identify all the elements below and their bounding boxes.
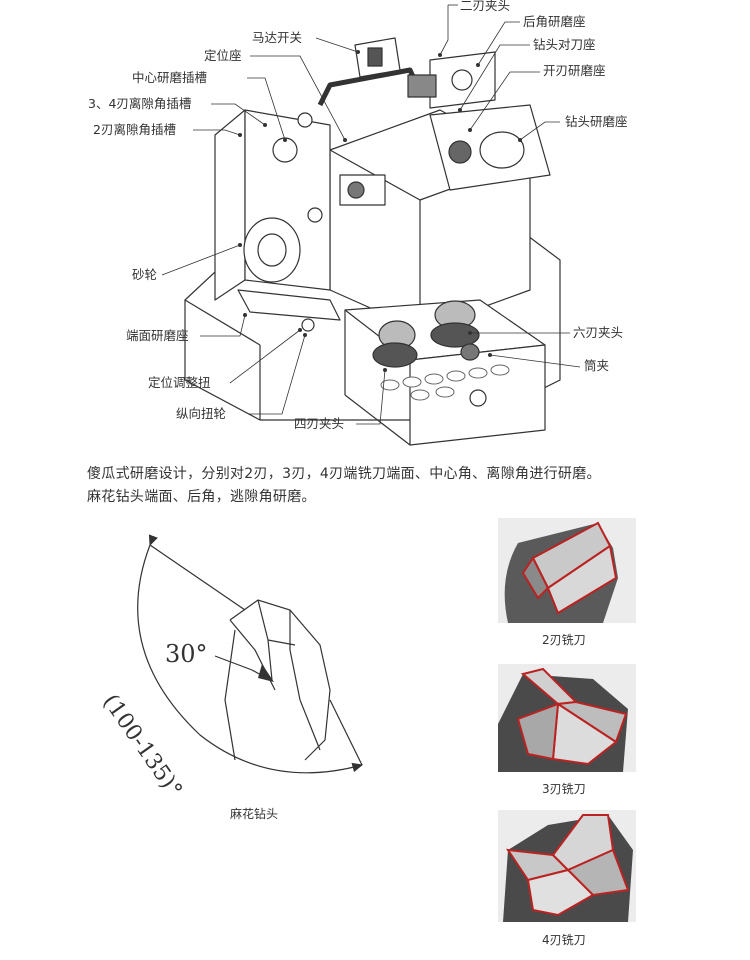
label-back-angle-seat: 后角研磨座 [523, 14, 586, 29]
angle-30-label: 30° [165, 640, 208, 668]
label-locating-knob: 定位调整扭 [148, 375, 211, 390]
label-six-flute-chuck: 六刃夹头 [573, 325, 624, 340]
four-flute-caption: 4刃铣刀 [542, 933, 586, 947]
label-wheel: 砂轮 [132, 267, 158, 282]
label-drill-align-seat: 钻头对刀座 [533, 37, 596, 52]
label-center-slot: 中心研磨插槽 [132, 70, 208, 85]
angle-range-label: (100-135)° [97, 690, 187, 803]
label-drill-seat: 钻头研磨座 [565, 114, 628, 129]
label-split-point-seat: 开刃研磨座 [543, 63, 606, 78]
label-vertical-knob: 纵向扭轮 [176, 406, 227, 421]
label-four-flute-chuck: 四刃夹头 [294, 416, 345, 431]
label-motor-switch: 马达开关 [252, 30, 303, 45]
description-line-1: 傻瓜式研磨设计，分别对2刃，3刃，4刃端铣刀端面、中心角、离隙角进行研磨。 [87, 466, 601, 482]
label-slot-34: 3、4刃离隙角插槽 [88, 96, 192, 111]
description-line-2: 麻花钻头端面、后角，逃隙角研磨。 [87, 489, 316, 505]
three-flute-caption: 3刃铣刀 [542, 782, 586, 796]
grinder-machine-illustration [161, 4, 581, 446]
drill-caption: 麻花钻头 [230, 807, 279, 821]
label-two-flute-chuck: 二刃夹头 [460, 0, 511, 13]
label-locating-seat: 定位座 [204, 48, 242, 63]
two-flute-caption: 2刃铣刀 [542, 633, 586, 647]
label-slot-2: 2刃离隙角插槽 [93, 122, 176, 137]
label-collet: 筒夹 [584, 358, 610, 373]
label-end-face-seat: 端面研磨座 [126, 328, 189, 343]
three-flute-cutter-photo [498, 664, 636, 772]
four-flute-cutter-photo [498, 810, 636, 922]
two-flute-cutter-photo [498, 518, 636, 623]
